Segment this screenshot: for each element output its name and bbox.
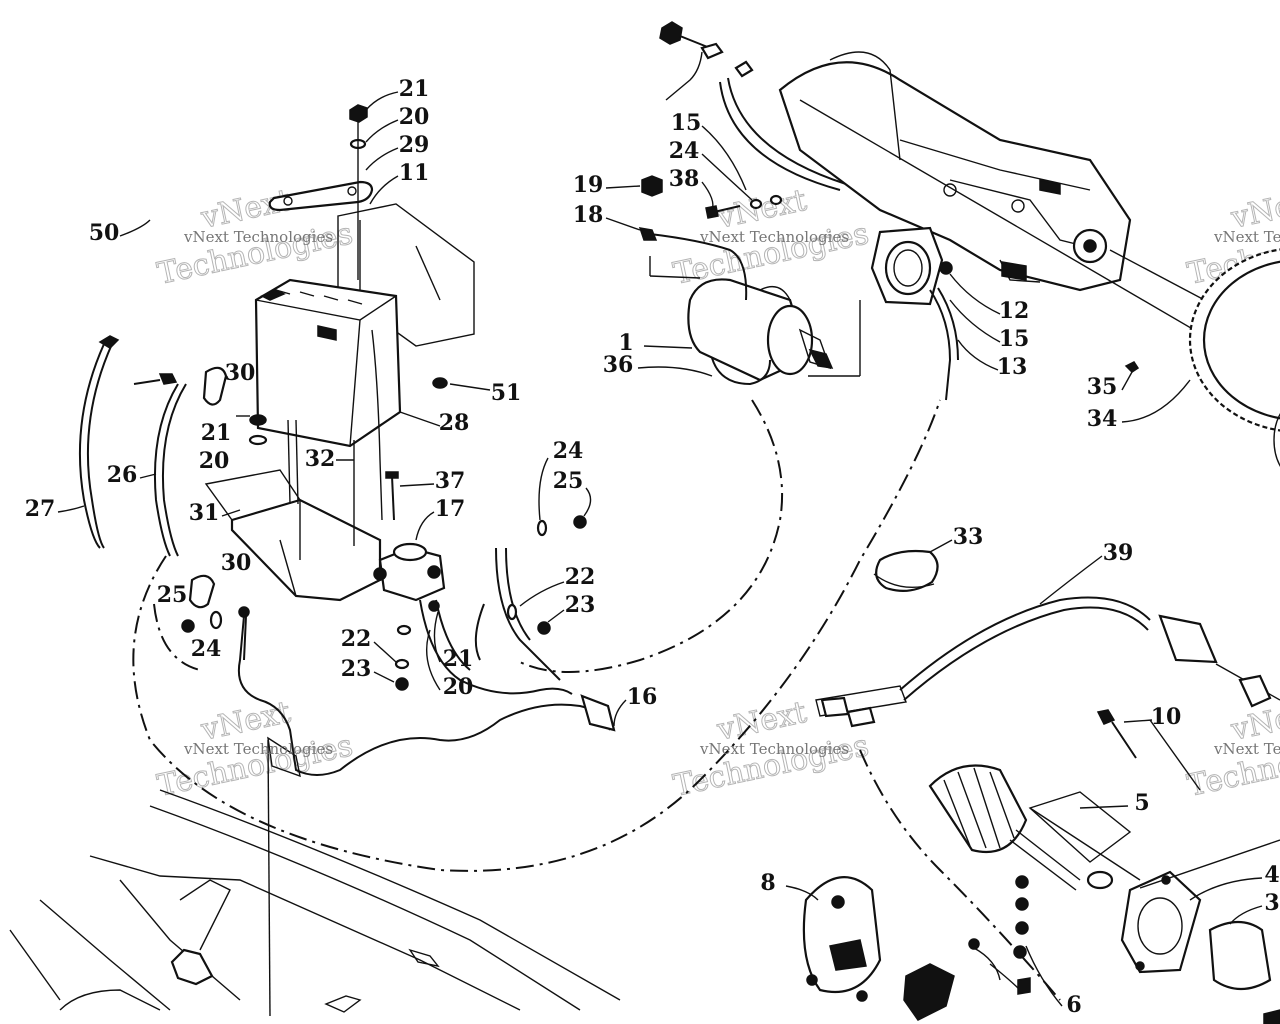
callout-35: 35 (1087, 374, 1118, 400)
nut-19 (641, 175, 663, 197)
chassis-bracket (170, 948, 214, 986)
battery-strap-29 (268, 180, 374, 212)
callout-30: 30 (221, 550, 252, 576)
terminal-boot-30-top (202, 366, 228, 406)
callout-34: 34 (1087, 406, 1118, 432)
callout-15: 15 (671, 110, 702, 136)
callout-32: 32 (305, 446, 336, 472)
ring-gear-34 (1124, 248, 1280, 467)
terminal-boot-30-bottom (188, 574, 216, 609)
cable-36 (711, 357, 771, 386)
callout-24: 24 (553, 438, 584, 464)
brush-holder-6 (903, 963, 955, 1021)
callout-30: 30 (225, 360, 256, 386)
callout-21: 21 (201, 420, 232, 446)
watermark-text: vNext Technologies (183, 740, 333, 758)
callout-38: 38 (669, 166, 700, 192)
callout-50: 50 (89, 220, 120, 246)
callout-8: 8 (760, 870, 775, 896)
callout-12: 12 (999, 298, 1030, 324)
callout-24: 24 (191, 636, 222, 662)
watermark-text: vNext Technologies (1213, 228, 1280, 246)
callout-1: 1 (618, 330, 633, 356)
callout-20: 20 (399, 104, 430, 130)
connector-39 (1158, 614, 1218, 664)
callout-3: 3 (1264, 890, 1279, 916)
callout-15: 15 (999, 326, 1030, 352)
callout-28: 28 (439, 410, 470, 436)
callout-20: 20 (443, 674, 474, 700)
cable-18 (649, 233, 748, 301)
callout-21: 21 (399, 76, 430, 102)
callout-22: 22 (341, 626, 372, 652)
watermark-text-layer: vNext Technologies vNext Technologies vNex… (183, 228, 1280, 758)
callout-27: 27 (25, 496, 56, 522)
starter-exploded-view (802, 709, 1280, 1024)
callout-17: 17 (435, 496, 466, 522)
callout-31: 31 (189, 500, 220, 526)
hose-clamp-33 (875, 549, 939, 593)
wire-harness-16 (238, 615, 611, 776)
watermark-text: vNext Technologies (1213, 740, 1280, 758)
nut-21-top (349, 104, 368, 123)
callout-24: 24 (669, 138, 700, 164)
callout-26: 26 (107, 462, 138, 488)
callout-4: 4 (1264, 862, 1279, 888)
callout-10: 10 (1151, 704, 1182, 730)
connector-16 (580, 694, 616, 732)
callout-22: 22 (565, 564, 596, 590)
callout-numbers: 2120291150302120512832372631272425173025… (25, 76, 1280, 1018)
callout-16: 16 (627, 684, 658, 710)
starter-motor-assembly (638, 21, 1280, 401)
cable-13 (929, 289, 952, 401)
drive-pinion-3 (1208, 920, 1272, 991)
armature (928, 764, 1028, 854)
watermark-text: vNext Technologies (699, 228, 849, 246)
harness-39 (899, 596, 1151, 691)
callout-25: 25 (157, 582, 188, 608)
watermark-text: vNext Technologies (183, 228, 333, 246)
callout-37: 37 (435, 468, 466, 494)
callout-39: 39 (1103, 540, 1134, 566)
chassis-outline (9, 789, 621, 1013)
callout-5: 5 (1134, 790, 1149, 816)
end-cap-8 (802, 876, 882, 994)
callout-18: 18 (573, 202, 604, 228)
callout-19: 19 (573, 172, 604, 198)
callout-23: 23 (341, 656, 372, 682)
callout-51: 51 (491, 380, 522, 406)
callout-13: 13 (997, 354, 1028, 380)
plug-51 (432, 377, 448, 389)
cable-27 (78, 343, 105, 549)
callout-11: 11 (399, 160, 430, 186)
leader-lines (57, 91, 1263, 1007)
callout-21: 21 (443, 646, 474, 672)
callout-25: 25 (553, 468, 584, 494)
starter-housing-4 (1120, 870, 1202, 974)
callout-23: 23 (565, 592, 596, 618)
battery-assembly (78, 104, 1061, 1017)
cable-26 (153, 383, 179, 557)
watermark-text: vNext Technologies (699, 740, 849, 758)
callout-36: 36 (603, 352, 634, 378)
callout-33: 33 (953, 524, 984, 550)
callout-20: 20 (199, 448, 230, 474)
clamp-and-harness (815, 549, 1280, 728)
callout-6: 6 (1066, 992, 1081, 1018)
routing-line-a (132, 399, 941, 872)
callout-29: 29 (399, 132, 430, 158)
battery-tray-31 (230, 498, 382, 602)
